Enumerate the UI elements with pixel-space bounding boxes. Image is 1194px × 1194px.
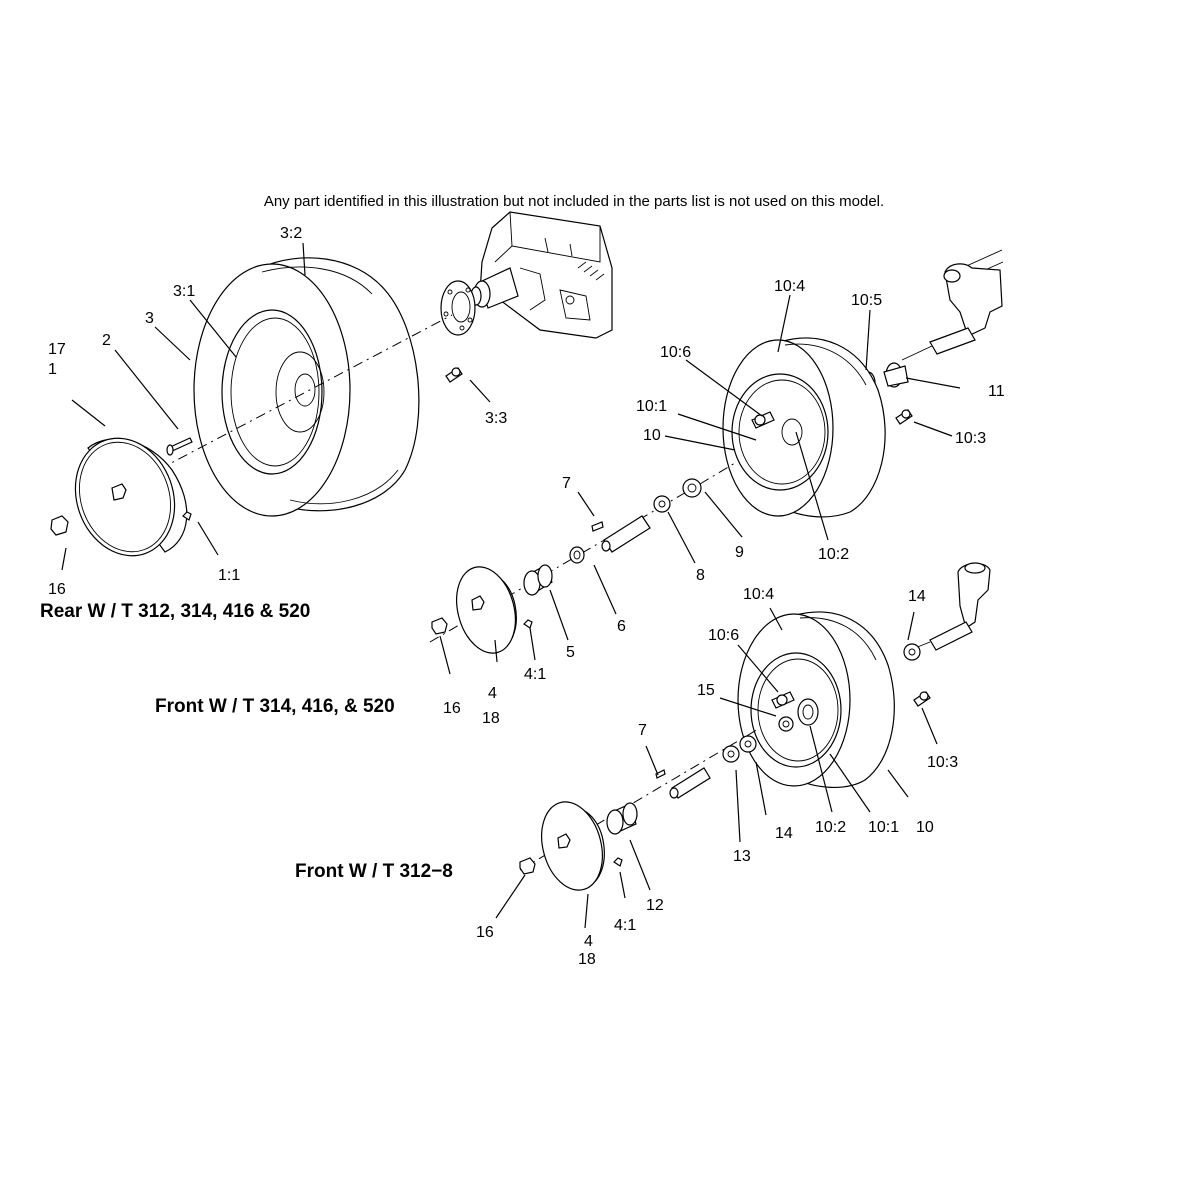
callout-4-a: 4: [488, 685, 497, 702]
valve-stem-rear: [445, 367, 463, 383]
callout-10-4-a: 10:4: [774, 278, 805, 295]
callout-18-b: 18: [578, 951, 596, 968]
bushing-12: [606, 802, 638, 835]
callout-14-b: 14: [775, 825, 793, 842]
clip-a: [523, 619, 533, 629]
valve-stem-front-a: [895, 409, 913, 425]
rear-bolt: [166, 437, 193, 456]
callout-10-1-a: 10:1: [636, 398, 667, 415]
callout-4-b: 4: [584, 933, 593, 950]
callout-10-3-a: 10:3: [955, 430, 986, 447]
callout-10-2-b: 10:2: [815, 819, 846, 836]
callout-16-b: 16: [476, 924, 494, 941]
spindle-b: [904, 562, 991, 653]
callout-10-a: 10: [643, 427, 661, 444]
axle-parts-a: [523, 478, 702, 596]
callout-10-2-a: 10:2: [818, 546, 849, 563]
callout-10-6-b: 10:6: [708, 627, 739, 644]
callout-7-a: 7: [562, 475, 571, 492]
callout-4-1-a: 4:1: [524, 666, 546, 683]
front-wheel-assembly-a: [429, 249, 1004, 654]
callout-7-b: 7: [638, 722, 647, 739]
callout-3: 3: [145, 310, 154, 327]
spindle-a: [883, 249, 1004, 388]
callout-10-4-b: 10:4: [743, 586, 774, 603]
section-title-front-a: Front W / T 314, 416, & 520: [155, 696, 395, 717]
rear-axle-centerline: [119, 314, 453, 491]
callout-16-rear: 16: [48, 581, 66, 598]
washer-14-top: [903, 643, 921, 661]
callout-10-1-b: 10:1: [868, 819, 899, 836]
callout-11: 11: [988, 383, 1005, 400]
callout-1: 1: [48, 361, 57, 378]
front-hub-cap-a: [456, 566, 517, 654]
front-hub-cap-b: [541, 801, 605, 891]
rear-wheel-assembly: [50, 211, 613, 557]
decal-b: [519, 857, 536, 875]
section-title-rear: Rear W / T 312, 314, 416 & 520: [40, 601, 310, 622]
rear-leaders: [61, 242, 491, 571]
callout-1-1: 1:1: [218, 567, 240, 584]
callout-17: 17: [48, 341, 66, 358]
callout-10-5: 10:5: [851, 292, 882, 309]
rear-decal: [50, 515, 69, 536]
callout-2: 2: [102, 332, 111, 349]
rear-hub-cap: [74, 437, 188, 557]
callout-10-b: 10: [916, 819, 934, 836]
callout-18-a: 18: [482, 710, 500, 727]
callout-3-1: 3:1: [173, 283, 195, 300]
illustration-note: Any part identified in this illustration…: [264, 193, 884, 210]
front-tire-a: [722, 337, 886, 518]
callout-14-top: 14: [908, 588, 926, 605]
rear-clip: [182, 511, 192, 521]
front-a-leaders: [439, 294, 961, 675]
callout-10-6-a: 10:6: [660, 344, 691, 361]
front-tire-b: [737, 611, 895, 788]
callout-3-3: 3:3: [485, 410, 507, 427]
valve-stem-front-b: [913, 691, 931, 707]
callout-4-1-b: 4:1: [614, 917, 636, 934]
grease-fitting-b: [771, 691, 795, 709]
callout-15: 15: [697, 682, 715, 699]
callout-8: 8: [696, 567, 705, 584]
decal-a: [431, 617, 448, 635]
callout-9: 9: [735, 544, 744, 561]
callout-12: 12: [646, 897, 664, 914]
transaxle-housing: [440, 211, 613, 339]
grease-fitting-a: [751, 411, 775, 429]
front-wheel-assembly-b: [519, 562, 991, 891]
callout-6: 6: [617, 618, 626, 635]
callout-5: 5: [566, 644, 575, 661]
clip-b: [613, 857, 623, 867]
washer-14-b: [739, 735, 757, 753]
callout-16-a: 16: [443, 700, 461, 717]
front-b-leaders: [495, 607, 938, 929]
callout-3-2: 3:2: [280, 225, 302, 242]
rear-tire: [193, 257, 420, 517]
callout-10-3-b: 10:3: [927, 754, 958, 771]
washer-13: [722, 745, 740, 763]
section-title-front-b: Front W / T 312−8: [295, 861, 453, 882]
callout-13: 13: [733, 848, 751, 865]
